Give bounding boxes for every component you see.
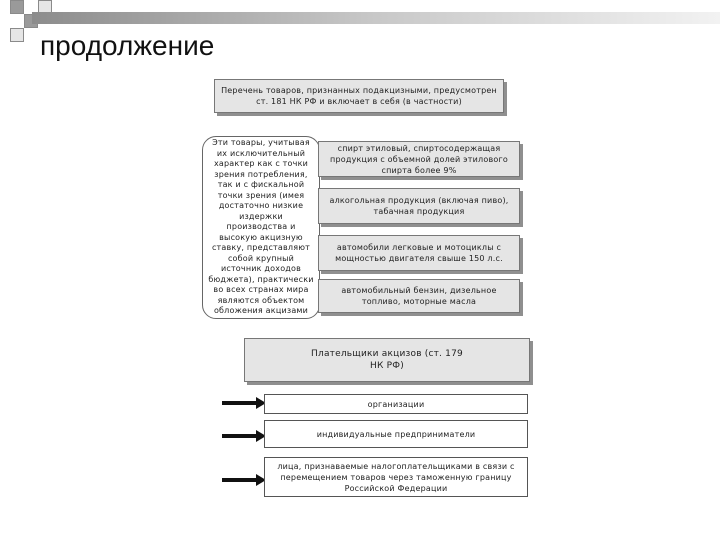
- header-decor-square: [10, 0, 24, 14]
- header-decor-square: [10, 28, 24, 42]
- payer-item: лица, признаваемые налогоплательщиками в…: [264, 457, 528, 497]
- excise-goods-list-box: Перечень товаров, признанных подакцизным…: [214, 79, 504, 113]
- payer-item: индивидуальные предприниматели: [264, 420, 528, 448]
- goods-item: спирт этиловый, спиртосодержащая продукц…: [318, 141, 520, 177]
- explanation-box: Эти товары, учитывая их исключительный х…: [202, 136, 320, 319]
- header-bar: [32, 12, 720, 24]
- goods-item: алкогольная продукция (включая пиво), та…: [318, 188, 520, 224]
- slide-title: продолжение: [40, 30, 215, 61]
- goods-item: автомобили легковые и мотоциклы с мощнос…: [318, 235, 520, 271]
- arrow-right-icon: [222, 430, 266, 442]
- arrow-right-icon: [222, 397, 266, 409]
- excise-payers-box: Плательщики акцизов (ст. 179 НК РФ): [244, 338, 530, 382]
- goods-item: автомобильный бензин, дизельное топливо,…: [318, 279, 520, 313]
- arrow-right-icon: [222, 474, 266, 486]
- payer-item: организации: [264, 394, 528, 414]
